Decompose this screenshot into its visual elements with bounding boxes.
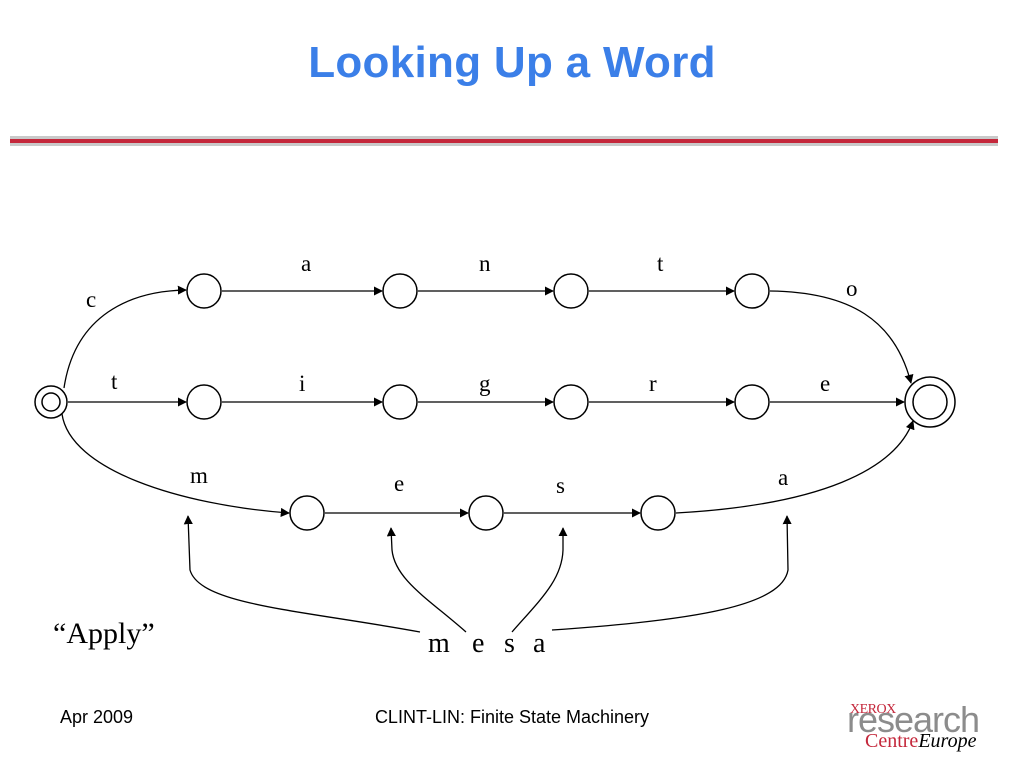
input-letter-s: s xyxy=(504,628,515,659)
state-bot-1 xyxy=(289,495,325,531)
slide-title: Looking Up a Word xyxy=(308,38,716,87)
arc-m xyxy=(61,413,290,517)
label-s: s xyxy=(556,473,565,498)
label-e-bot: e xyxy=(394,471,404,496)
input-letter-m: m xyxy=(428,628,450,659)
arc-c xyxy=(63,285,187,389)
arc-o xyxy=(769,290,914,384)
logo-centre-text: Centre xyxy=(865,730,919,752)
apply-label: “Apply” xyxy=(53,617,155,650)
label-a-bot: a xyxy=(778,465,788,490)
apply-arrow-m xyxy=(183,515,421,633)
footer-date: Apr 2009 xyxy=(60,707,134,727)
state-top-4 xyxy=(734,273,770,309)
state-mid-3 xyxy=(553,384,589,420)
apply-arrow-a xyxy=(551,515,792,631)
logo-research-text: research xyxy=(847,699,980,740)
arc-a-bot xyxy=(675,420,915,514)
apply-arrow-s xyxy=(511,527,568,633)
label-c: c xyxy=(86,287,96,312)
state-top-1 xyxy=(186,273,222,309)
state-mid-4 xyxy=(734,384,770,420)
logo-centre-line: CentreEurope xyxy=(865,730,976,753)
input-letter-a: a xyxy=(533,628,546,659)
state-bot-2 xyxy=(468,495,504,531)
logo-xerox-text: XEROX xyxy=(850,702,896,717)
label-m: m xyxy=(190,463,208,488)
state-top-3 xyxy=(553,273,589,309)
label-n: n xyxy=(479,251,491,276)
title-rule xyxy=(10,139,998,143)
label-t-top: t xyxy=(657,251,664,276)
state-mid-1 xyxy=(186,384,222,420)
footer-course: CLINT-LIN: Finite State Machinery xyxy=(374,707,650,727)
label-e-mid: e xyxy=(820,371,830,396)
start-state-inner xyxy=(41,392,61,412)
label-a: a xyxy=(301,251,311,276)
state-mid-2 xyxy=(382,384,418,420)
apply-arrow-e xyxy=(386,527,467,633)
label-i: i xyxy=(299,371,305,396)
final-state-inner xyxy=(912,384,948,420)
state-bot-3 xyxy=(640,495,676,531)
label-o: o xyxy=(846,276,858,301)
xerox-research-logo: research XEROX CentreEurope xyxy=(845,698,995,758)
logo-europe-text: Europe xyxy=(918,730,977,752)
label-t-mid: t xyxy=(111,369,118,394)
state-top-2 xyxy=(382,273,418,309)
input-letter-e: e xyxy=(472,628,484,659)
label-g: g xyxy=(479,371,491,396)
label-r: r xyxy=(649,371,657,396)
